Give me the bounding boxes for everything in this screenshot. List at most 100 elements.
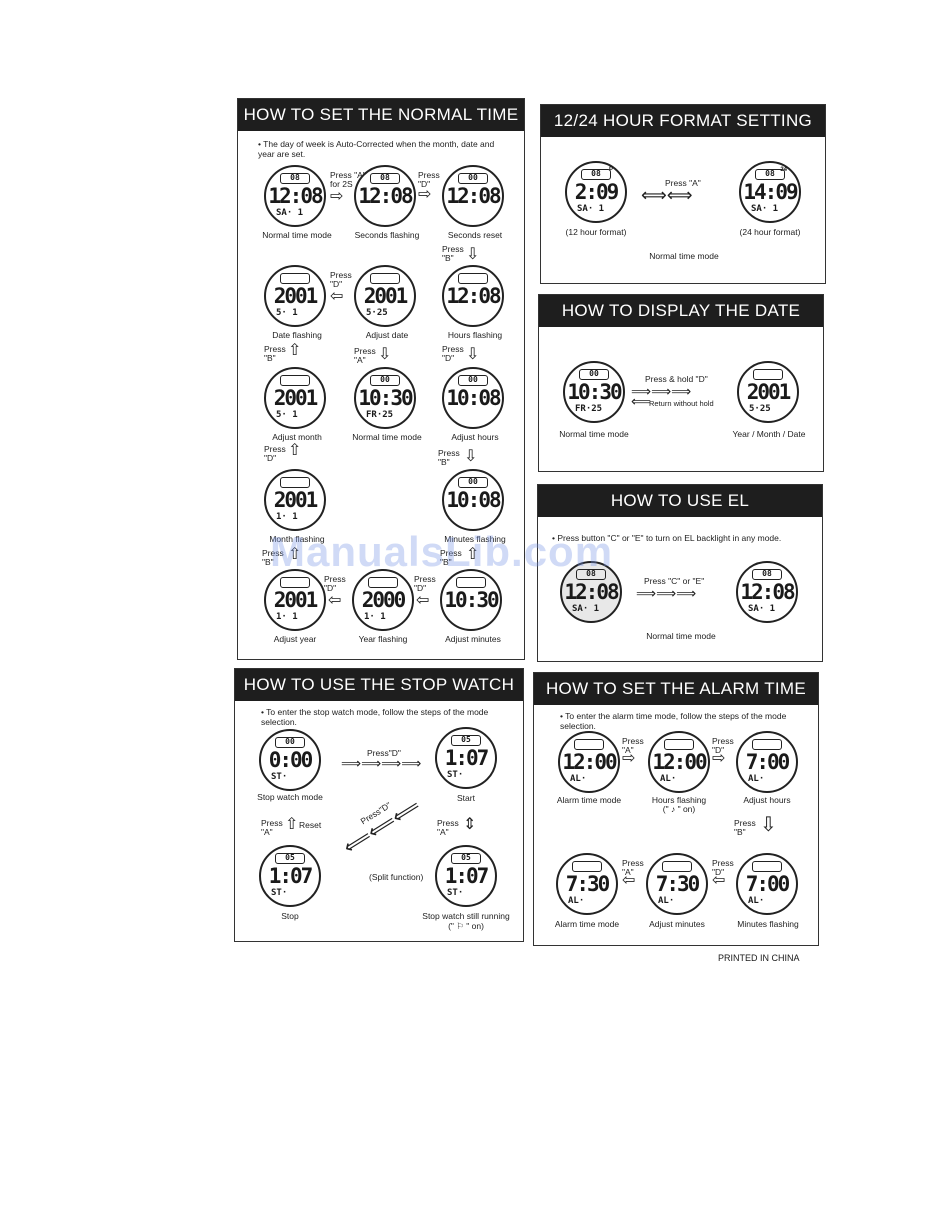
caption: Normal time mode — [559, 429, 629, 439]
watch-bottom: 5· 1 — [276, 410, 298, 420]
watch-top: 08 — [280, 173, 310, 184]
panel-normal-time: HOW TO SET THE NORMAL TIME • The day of … — [237, 98, 525, 660]
press-label: Press "A" — [665, 178, 701, 188]
arrow-down-icon: ⇩ — [466, 246, 480, 263]
caption: Stop — [281, 911, 299, 921]
caption: Stop watch mode — [257, 792, 323, 802]
watch-main: 12:08 — [268, 184, 323, 208]
panel-footer: Normal time mode — [646, 631, 716, 641]
watch-bottom: 1· 1 — [276, 512, 298, 522]
press-label: Press "B" — [438, 448, 460, 467]
watch-display: 2001 5· 1 — [264, 265, 326, 327]
watch-top: 00 — [458, 375, 488, 386]
watch-display: 7:00 AL· — [736, 853, 798, 915]
watch-display: 00 10:30 FR·25 — [354, 367, 416, 429]
watch-bottom: AL· — [570, 774, 587, 784]
watch-bottom: ST· — [271, 888, 288, 898]
press-label: Press "B" — [264, 344, 286, 363]
panel-display-date: HOW TO DISPLAY THE DATE 00 10:30 FR·25 N… — [538, 294, 824, 472]
caption: Normal time mode — [352, 432, 422, 442]
watch-display: 12:08 — [442, 265, 504, 327]
watch-bottom: SA· 1 — [276, 208, 304, 218]
watch-bottom: AL· — [660, 774, 677, 784]
watch-display: 08 12:08 SA· 1 — [264, 165, 326, 227]
watch-bottom: FR·25 — [575, 404, 603, 414]
watch-main: 2001 — [363, 284, 409, 308]
watch-main: 2000 — [361, 588, 407, 612]
watch-display: 05 1:07 ST· — [435, 727, 497, 789]
caption: Hours flashing — [447, 330, 503, 340]
watch-main: 12:08 — [446, 184, 501, 208]
press-label: Press "A" — [622, 858, 644, 877]
watch-main: 12:08 — [740, 580, 795, 604]
watch-bottom: FR·25 — [366, 410, 394, 420]
watermark: ManualsLib.com — [270, 528, 614, 575]
watch-display: 00 10:08 — [442, 367, 504, 429]
watch-display: 00 10:30 FR·25 — [563, 361, 625, 423]
press-label: Press "D" — [264, 444, 286, 463]
watch-top: 08 — [755, 169, 785, 180]
arrow-down-icon: ⇩ — [464, 448, 478, 465]
watch-top: 05 — [451, 735, 481, 746]
caption: Stop watch still running — [422, 911, 510, 921]
caption: Seconds flashing — [354, 230, 420, 240]
watch-main: 7:00 — [745, 750, 791, 774]
watch-bottom: SA· 1 — [751, 204, 779, 214]
arrow-left-icon: ⇦ — [712, 872, 726, 889]
arrow-right-icon: ⇨ — [622, 750, 636, 767]
arrow-down-icon: ⇩ — [466, 346, 480, 363]
watch-main: 2001 — [273, 284, 319, 308]
caption: Minutes flashing — [737, 919, 799, 929]
caption: Hours flashing — [651, 795, 707, 805]
watch-display: 2001 5· 1 — [264, 367, 326, 429]
watch-main: 10:08 — [446, 488, 501, 512]
press-label: Press "A" — [261, 818, 283, 837]
panel-title: HOW TO SET THE ALARM TIME — [534, 673, 818, 705]
arrow-right-icon: ⟹⟹⟹ — [631, 383, 692, 399]
watch-top: 08 — [576, 569, 606, 580]
watch-top — [572, 861, 602, 872]
watch-display: 7:30 AL· — [556, 853, 618, 915]
press-label: Press "A" — [622, 736, 644, 755]
panel-note: • Press button "C" or "E" to turn on EL … — [552, 533, 782, 543]
watch-bottom: AL· — [748, 896, 765, 906]
caption: Alarm time mode — [556, 795, 622, 805]
caption: Adjust hours — [451, 432, 499, 442]
watch-display: 2001 1· 1 — [264, 569, 326, 631]
printed-in-label: PRINTED IN CHINA — [718, 953, 800, 963]
watch-bottom: ST· — [447, 770, 464, 780]
arrow-left-icon: ⟸ — [631, 393, 652, 409]
watch-top — [370, 273, 400, 284]
watch-main: 12:08 — [446, 284, 501, 308]
watch-bottom: 1· 1 — [364, 612, 386, 622]
panel-title: HOW TO SET THE NORMAL TIME — [238, 99, 524, 131]
watch-display: 08 12:08 SA· 1 — [560, 561, 622, 623]
watch-bottom: AL· — [658, 896, 675, 906]
press-label: Press "A" — [354, 346, 376, 365]
caption: Month flashing — [269, 534, 325, 544]
watch-main: 7:30 — [655, 872, 701, 896]
caption: Year flashing — [358, 634, 408, 644]
arrow-right-icon: ⟹⟹⟹ — [636, 585, 697, 601]
caption: Date flashing — [272, 330, 322, 340]
press-label: Press "A" — [437, 818, 459, 837]
arrow-left-icon: ⇦ — [416, 592, 430, 609]
arrow-right-icon: ⇦ — [328, 592, 342, 609]
watch-display: 05 1:07 ST· — [435, 845, 497, 907]
watch-display: 12:00 AL· — [648, 731, 710, 793]
split-label: (Split function) — [369, 872, 424, 882]
caption: Adjust year — [273, 634, 317, 644]
watch-top — [456, 577, 486, 588]
panel-alarm: HOW TO SET THE ALARM TIME • To enter the… — [533, 672, 819, 946]
watch-display: 2001 1· 1 — [264, 469, 326, 531]
watch-bottom: 5·25 — [366, 308, 388, 318]
watch-main: 2001 — [273, 386, 319, 410]
watch-display: P 08 2:09 SA· 1 — [565, 161, 627, 223]
press-label: Press "A" for 2S — [330, 170, 366, 189]
press-label: Press & hold "D" — [645, 374, 708, 384]
watch-display: 7:30 AL· — [646, 853, 708, 915]
caption: Minutes flashing — [444, 534, 506, 544]
watch-top: 08 — [752, 569, 782, 580]
watch-top: 08 — [581, 169, 611, 180]
watch-display: 24 08 14:09 SA· 1 — [739, 161, 801, 223]
